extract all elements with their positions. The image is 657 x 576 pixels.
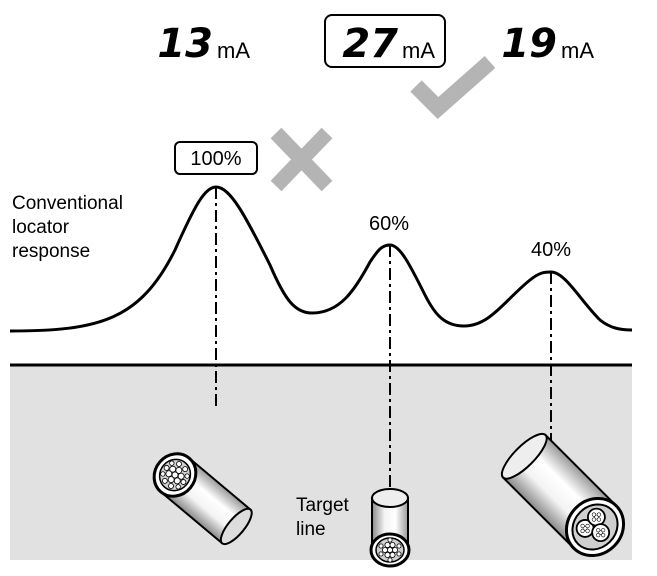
reading-center: 27 mA: [324, 14, 446, 68]
target-line-label: Target line: [296, 495, 350, 540]
reading-left: 13 mA: [157, 21, 250, 67]
target-label-line: Target: [296, 495, 350, 516]
response-label-line: response: [12, 241, 90, 262]
cross-mark-icon: [270, 127, 333, 192]
response-curve: [9, 185, 633, 333]
response-label: Conventional locator response: [12, 193, 123, 262]
peak-value: 100%: [190, 148, 241, 170]
cable-right-end: [564, 496, 626, 558]
peak-value-right: 40%: [531, 239, 571, 261]
reading-highlight-box: [324, 14, 446, 68]
reading-value: 19: [501, 21, 557, 67]
peak-value-center: 60%: [369, 213, 409, 235]
reading-unit: mA: [217, 38, 250, 63]
cable-center: [369, 488, 411, 568]
cable-left-end: [152, 452, 198, 498]
reading-value: 27: [342, 21, 398, 67]
cable-center-end: [369, 532, 411, 568]
reading-unit: mA: [402, 38, 435, 63]
peak-label-left: 100%: [174, 141, 258, 175]
reading-unit: mA: [561, 38, 594, 63]
reading-right: 19 mA: [501, 21, 594, 67]
response-label-line: locator: [12, 217, 70, 238]
response-label-line: Conventional: [12, 193, 123, 214]
peak-highlight-box: [174, 141, 258, 175]
reading-value: 13: [157, 21, 213, 67]
check-mark-icon: [410, 56, 496, 119]
cable-right: [500, 432, 626, 558]
cable-left: [152, 452, 253, 546]
target-label-line: line: [296, 519, 326, 540]
